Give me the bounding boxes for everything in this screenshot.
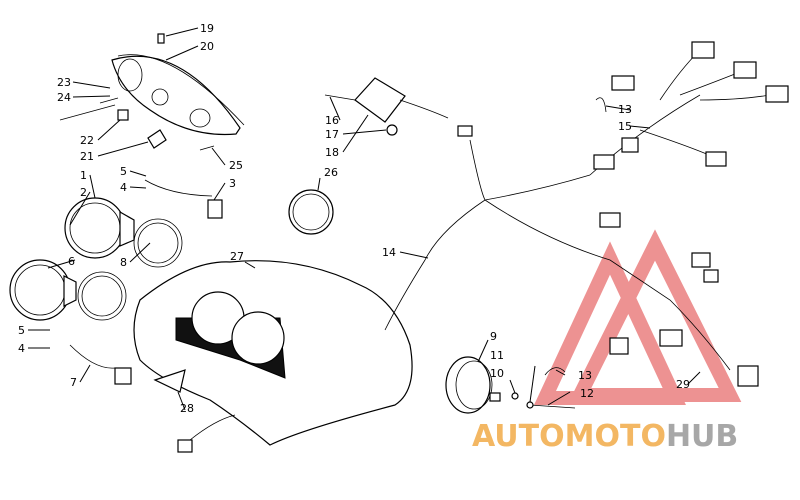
callout-29: 29 xyxy=(676,378,690,391)
watermark-logo xyxy=(534,229,742,405)
callout-7: 7 xyxy=(70,376,77,389)
callout-4a: 4 xyxy=(120,181,127,194)
headlight-assembly xyxy=(59,33,245,151)
callout-11: 11 xyxy=(490,349,504,362)
callout-9: 9 xyxy=(490,330,497,343)
callout-1: 1 xyxy=(80,169,87,182)
callout-4b: 4 xyxy=(18,342,25,355)
callout-10: 10 xyxy=(490,367,504,380)
watermark-moto: MOTO xyxy=(565,419,666,454)
callout-16: 16 xyxy=(325,114,339,127)
gauge-right xyxy=(445,356,576,414)
callout-8: 8 xyxy=(120,256,127,269)
callout-25: 25 xyxy=(229,159,243,172)
callout-5b: 5 xyxy=(18,324,25,337)
callout-22: 22 xyxy=(80,134,94,147)
watermark-auto: AUTO xyxy=(472,419,565,454)
callout-19: 19 xyxy=(200,22,214,35)
callout-28: 28 xyxy=(180,402,194,415)
retaining-clip xyxy=(595,97,607,113)
callout-27: 27 xyxy=(230,250,244,263)
callout-20: 20 xyxy=(200,40,214,53)
callout-labels: 19 20 23 24 22 21 25 5 4 3 1 2 6 8 5 4 7… xyxy=(18,22,690,415)
gauge-upper xyxy=(64,179,223,268)
callout-18: 18 xyxy=(325,146,339,159)
bezel-ring xyxy=(288,189,334,235)
callout-6: 6 xyxy=(68,255,75,268)
callout-15: 15 xyxy=(618,120,632,133)
svg-text:AUTOMOTOHUB: AUTOMOTOHUB xyxy=(472,419,738,454)
gauge-lower xyxy=(9,259,132,385)
voltage-regulator xyxy=(324,77,473,137)
watermark-hub: HUB xyxy=(666,419,738,454)
callout-23: 23 xyxy=(57,76,71,89)
wiring-harness xyxy=(177,41,789,453)
callout-13a: 13 xyxy=(618,103,632,116)
callout-3: 3 xyxy=(229,177,236,190)
callout-14: 14 xyxy=(382,246,396,259)
watermark-text: AUTOMOTOHUB xyxy=(472,419,738,454)
dash-panel xyxy=(133,260,413,446)
callout-24: 24 xyxy=(57,91,71,104)
callout-26: 26 xyxy=(324,166,338,179)
leader-lines xyxy=(28,27,701,411)
callout-21: 21 xyxy=(80,150,94,163)
callout-17: 17 xyxy=(325,128,339,141)
callout-12: 12 xyxy=(580,387,594,400)
callout-5a: 5 xyxy=(120,165,127,178)
callout-13b: 13 xyxy=(578,369,592,382)
callout-2: 2 xyxy=(80,186,87,199)
